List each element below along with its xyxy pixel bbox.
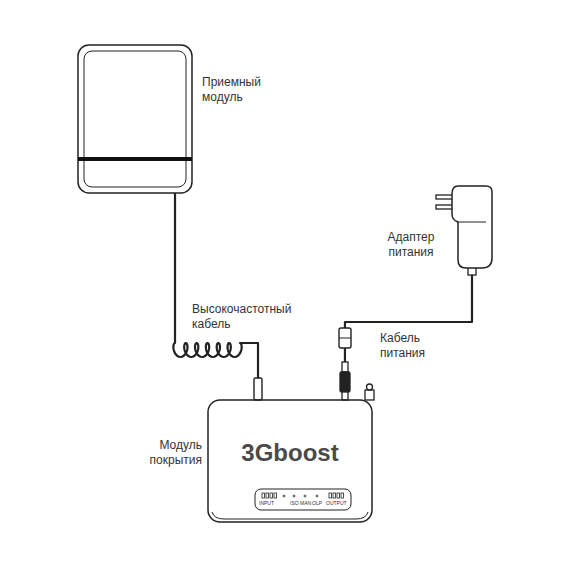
adapter-seam — [458, 222, 486, 223]
receiver-module-outline — [78, 45, 192, 193]
housing-inner — [84, 51, 186, 187]
plug-prong — [436, 205, 453, 209]
adapter-label: Адаптер питания — [378, 230, 444, 260]
module-label: Модуль покрытия — [138, 438, 202, 468]
cable — [345, 268, 472, 400]
power-adapter-outline — [452, 186, 492, 268]
power-plug — [340, 372, 350, 392]
port-knob — [365, 390, 374, 400]
housing-edge — [212, 512, 368, 519]
led-row — [262, 493, 344, 498]
port-knob-top — [367, 384, 373, 390]
module-label: Приемный модуль — [202, 75, 274, 105]
led-panel — [255, 489, 351, 510]
housing — [78, 45, 192, 193]
adapter-body — [452, 186, 492, 268]
rf-connector — [254, 378, 262, 400]
plug-prong — [436, 195, 453, 199]
ferrite-line — [339, 338, 351, 339]
housing — [208, 400, 372, 522]
indicator-label: OUTPUT — [326, 501, 347, 506]
power-adapter: Адаптер питания — [452, 186, 492, 268]
brand-logo: 3Gboost — [208, 438, 372, 468]
ferrite-core — [339, 328, 351, 348]
indicator-label: INPUT — [259, 501, 274, 506]
plug-neck — [342, 362, 348, 372]
housing-band — [78, 157, 192, 161]
indicator-label: MAN — [300, 501, 311, 506]
indicator-label: OLP — [312, 501, 322, 506]
cable-label: Кабель питания — [380, 331, 444, 361]
plug-tip — [342, 392, 348, 400]
receiver-module: Приемный модуль — [78, 45, 192, 193]
cable-label: Высокочастотный кабель — [192, 302, 306, 332]
indicator-label: ISO — [290, 501, 299, 506]
cable — [173, 193, 258, 400]
